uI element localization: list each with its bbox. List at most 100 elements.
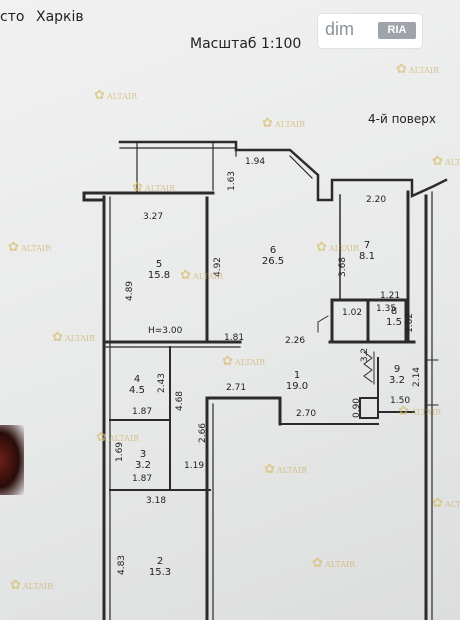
dim-1-94: 1.94: [245, 157, 266, 167]
room-6-area: 26.5: [261, 256, 285, 267]
watermark-stamp: ✿ALTAIR: [96, 430, 140, 445]
dim-1-87-a: 1.87: [132, 407, 153, 417]
room-5-label: 5 15.8: [146, 259, 172, 281]
room-3-number: 3: [139, 449, 147, 460]
watermark-stamp: ✿ALTAIR: [432, 154, 460, 169]
room-9-label: 9 3.2: [385, 364, 409, 386]
watermark-stamp-text: ALTAIR: [410, 408, 442, 417]
watermark-stamp-text: ALTAIR: [444, 500, 460, 509]
dim-4-89: 4.89: [125, 280, 136, 302]
watermark-stamp-text: ALTAIR: [22, 582, 54, 591]
wall-room9: [359, 357, 415, 419]
stair-hatch: [363, 351, 375, 385]
watermark-stamp-text: ALTAIR: [276, 466, 308, 475]
watermark-stamp: ✿ALTAIR: [132, 180, 176, 195]
dim-2-26: 2.26: [285, 336, 306, 346]
watermark-stamp: ✿ALTAIR: [52, 330, 96, 345]
balcony-rail: [119, 141, 313, 193]
room-5-number: 5: [155, 259, 163, 270]
watermark-stamp: ✿ALTAIR: [180, 268, 224, 283]
watermark-stamp-text: ALTAIR: [328, 244, 360, 253]
logo-text: dim: [325, 19, 355, 39]
watermark-stamp: ✿ALTAIR: [396, 62, 440, 77]
wall-corridor: [205, 396, 282, 620]
watermark-stamp: ✿ALTAIR: [398, 404, 442, 419]
dim-1-63: 1.63: [227, 170, 238, 192]
watermark-stamp-text: ALTAIR: [106, 92, 138, 101]
dim-3-2: 3.2: [360, 347, 371, 363]
watermark-stamp: ✿ALTAIR: [262, 116, 306, 131]
dim-1-87-b: 1.87: [132, 474, 153, 484]
watermark-stamp: ✿ALTAIR: [8, 240, 52, 255]
room-7-area: 8.1: [359, 251, 375, 262]
dim-1-50: 1.50: [390, 396, 411, 406]
floor-label: 4-й поверх: [368, 112, 436, 126]
watermark-stamp-text: ALTAIR: [408, 66, 440, 75]
phone-edge: [0, 425, 24, 495]
room-2-label: 2 15.3: [146, 556, 174, 578]
room-4-label: 4 4.5: [126, 374, 148, 396]
room-9-number: 9: [393, 364, 401, 375]
watermark-stamp-text: ALTAIR: [144, 184, 176, 193]
watermark-stamp: ✿ALTAIR: [264, 462, 308, 477]
scale-label: Масштаб 1:100: [190, 36, 302, 52]
room-2-number: 2: [156, 556, 164, 567]
dim-1-19: 1.19: [184, 461, 205, 471]
room-4-area: 4.5: [129, 385, 145, 396]
dim-3-27: 3.27: [143, 212, 164, 222]
room-9-area: 3.2: [389, 375, 405, 386]
city-name: Харків: [36, 9, 84, 25]
dim-3-68: 3.68: [338, 256, 349, 278]
wall-top: [118, 140, 448, 202]
watermark-stamp-text: ALTAIR: [274, 120, 306, 129]
dim-4-68: 4.68: [175, 390, 186, 412]
dimria-logo[interactable]: dim RIA: [318, 14, 422, 48]
dim-2-20: 2.20: [366, 195, 387, 205]
dim-1-02-a: 1.02: [342, 308, 363, 318]
dim-4-83: 4.83: [117, 554, 128, 576]
door-room8: [317, 315, 329, 333]
dim-2-70: 2.70: [296, 409, 317, 419]
room-8-label: 8 1.5: [384, 306, 404, 328]
ceiling-height: H=3.00: [148, 326, 183, 336]
room-6-number: 6: [269, 245, 277, 256]
dim-1-21: 1.21: [380, 291, 401, 301]
watermark-stamp-text: ALTAIR: [192, 272, 224, 281]
window-right: [425, 359, 439, 406]
room-1-area: 19.0: [285, 381, 309, 392]
dim-2-66: 2.66: [198, 422, 209, 444]
room-7-label: 7 8.1: [354, 240, 380, 262]
watermark-stamp: ✿ALTAIR: [10, 578, 54, 593]
watermark-stamp-text: ALTAIR: [444, 158, 460, 167]
watermark-stamp-text: ALTAIR: [20, 244, 52, 253]
watermark-stamp-text: ALTAIR: [234, 358, 266, 367]
city-prefix: сто: [0, 9, 25, 25]
watermark-stamp: ✿ALTAIR: [312, 556, 356, 571]
watermark-stamp-text: ALTAIR: [324, 560, 356, 569]
dim-1-81: 1.81: [224, 333, 245, 343]
room-6-label: 6 26.5: [258, 245, 288, 267]
watermark-stamp-text: ALTAIR: [108, 434, 140, 443]
dim-1-35: 1.35: [376, 304, 397, 314]
room-1-number: 1: [293, 370, 301, 381]
watermark-stamp: ✿ALTAIR: [432, 496, 460, 511]
dim-2-14: 2.14: [412, 366, 423, 388]
room-4-number: 4: [133, 374, 141, 385]
dim-2-43: 2.43: [157, 372, 168, 394]
watermark-stamp: ✿ALTAIR: [316, 240, 360, 255]
dim-0-90: 0.90: [352, 397, 363, 419]
watermark-stamp: ✿ALTAIR: [222, 354, 266, 369]
room-1-label: 1 19.0: [282, 370, 312, 392]
room-7-number: 7: [363, 240, 371, 251]
dim-2-71: 2.71: [226, 383, 247, 393]
room-5-area: 15.8: [147, 270, 171, 281]
room-8-area: 1.5: [386, 317, 402, 328]
wall-room8: [330, 298, 408, 344]
room-3-area: 3.2: [135, 460, 151, 471]
watermark-stamp-text: ALTAIR: [64, 334, 96, 343]
logo-badge: RIA: [378, 22, 416, 39]
dim-3-18: 3.18: [146, 496, 167, 506]
room-3-label: 3 3.2: [132, 449, 154, 471]
